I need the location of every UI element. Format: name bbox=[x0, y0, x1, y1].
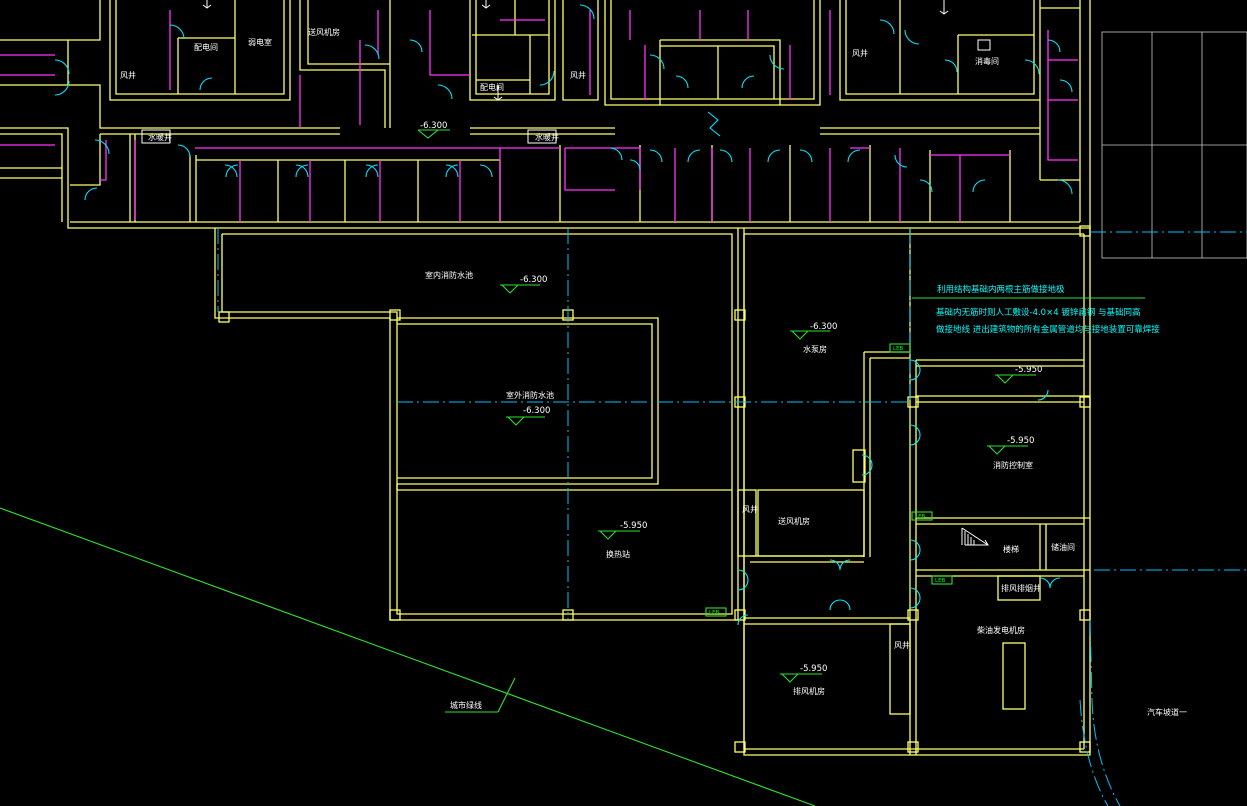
partition-walls bbox=[0, 10, 1078, 222]
generator-label: 柴油发电机房 bbox=[977, 625, 1025, 635]
pump-room-elevation: -6.300 bbox=[810, 322, 837, 332]
pump-room-label: 水泵房 bbox=[803, 344, 827, 354]
leb-tag-3: LEB bbox=[935, 578, 946, 584]
fire-control-elevation: -5.950 bbox=[1007, 436, 1034, 446]
top-room-6-label: 风井 bbox=[570, 70, 586, 80]
stair-label: 楼梯 bbox=[1003, 544, 1019, 554]
top-room-5-label: 风井 bbox=[120, 70, 136, 80]
city-red-line-label: 城市绿线 bbox=[450, 700, 482, 710]
corridor-elevation: -6.300 bbox=[417, 121, 450, 139]
stair-symbol bbox=[961, 527, 989, 546]
leb-tag-1: LEB bbox=[893, 346, 904, 352]
exhaust-fan-label: 排风机房 bbox=[793, 686, 825, 696]
corridor-elevation-text: -6.300 bbox=[420, 121, 447, 131]
grounding-notes: 利用结构基础内两根主筋做接地极 基础内无筋时则人工敷设-4.0×4 镀锌扁钢 与… bbox=[912, 284, 1160, 335]
top-room-7-label: 风井 bbox=[852, 48, 868, 58]
top-room-2-label: 弱电室 bbox=[248, 37, 272, 47]
top-room-1-label: 配电间 bbox=[194, 42, 218, 52]
upper-room-labels: 配电间 弱电室 送风机房 配电间 风井 风井 风井 水暖井 水暖井 消毒间 bbox=[120, 0, 999, 144]
top-room-8-label: 水暖井 bbox=[148, 132, 172, 142]
leb-tags: LEB LEB LEB LEB bbox=[705, 343, 953, 617]
top-room-4-label: 配电间 bbox=[480, 82, 504, 92]
fire-control-label: 消防控制室 bbox=[993, 460, 1033, 470]
leb-tag-4: LEB bbox=[709, 610, 720, 616]
note-line-1: 利用结构基础内两根主筋做接地极 bbox=[937, 284, 1065, 295]
top-room-9-label: 水暖井 bbox=[535, 132, 559, 142]
top-room-10-label: 消毒间 bbox=[975, 56, 999, 66]
supply-fan-label: 送风机房 bbox=[778, 516, 810, 526]
indoor-pool-elevation: -6.300 bbox=[520, 275, 547, 285]
upper-block bbox=[0, 0, 1091, 229]
upper-doors bbox=[54, 4, 1073, 201]
heat-exchange-elevation: -5.950 bbox=[620, 521, 647, 531]
oil-room-label: 储油间 bbox=[1051, 542, 1075, 552]
outdoor-pool-label: 室外消防水池 bbox=[506, 390, 554, 400]
axis-lines bbox=[217, 228, 1247, 806]
smoke-exhaust-label: 排风排烟井 bbox=[1001, 583, 1041, 593]
reference-grid bbox=[1101, 31, 1247, 259]
top-room-3-label: 送风机房 bbox=[308, 27, 340, 37]
shaft-b-label: 风井 bbox=[894, 640, 910, 650]
lower-doors bbox=[737, 359, 1061, 626]
city-red-line: 城市绿线 bbox=[0, 507, 816, 806]
lower-elevations: -6.300 -6.300 -6.300 -5.950 -5.950 -5.95… bbox=[500, 275, 1042, 683]
lower-block bbox=[214, 225, 1091, 756]
note-line-2: 基础内无筋时则人工敷设-4.0×4 镀锌扁钢 与基础同高 bbox=[936, 307, 1141, 318]
indoor-pool-label: 室内消防水池 bbox=[425, 270, 473, 280]
shaft-a-label: 风井 bbox=[742, 504, 758, 514]
right-mid-elevation: -5.950 bbox=[1015, 365, 1042, 375]
ramp-label: 汽车坡道一 bbox=[1147, 707, 1187, 717]
heat-exchange-label: 换热站 bbox=[606, 549, 630, 559]
lower-room-labels: 室内消防水池 室外消防水池 水泵房 换热站 送风机房 排风机房 消防控制室 楼梯… bbox=[425, 270, 1187, 717]
note-line-3: 做接地线 进出建筑物的所有金属管道均与接地装置可靠焊接 bbox=[936, 324, 1160, 335]
outdoor-pool-elevation: -6.300 bbox=[523, 406, 550, 416]
exhaust-room-elevation: -5.950 bbox=[800, 664, 827, 674]
leb-tag-2: LEB bbox=[915, 514, 926, 520]
